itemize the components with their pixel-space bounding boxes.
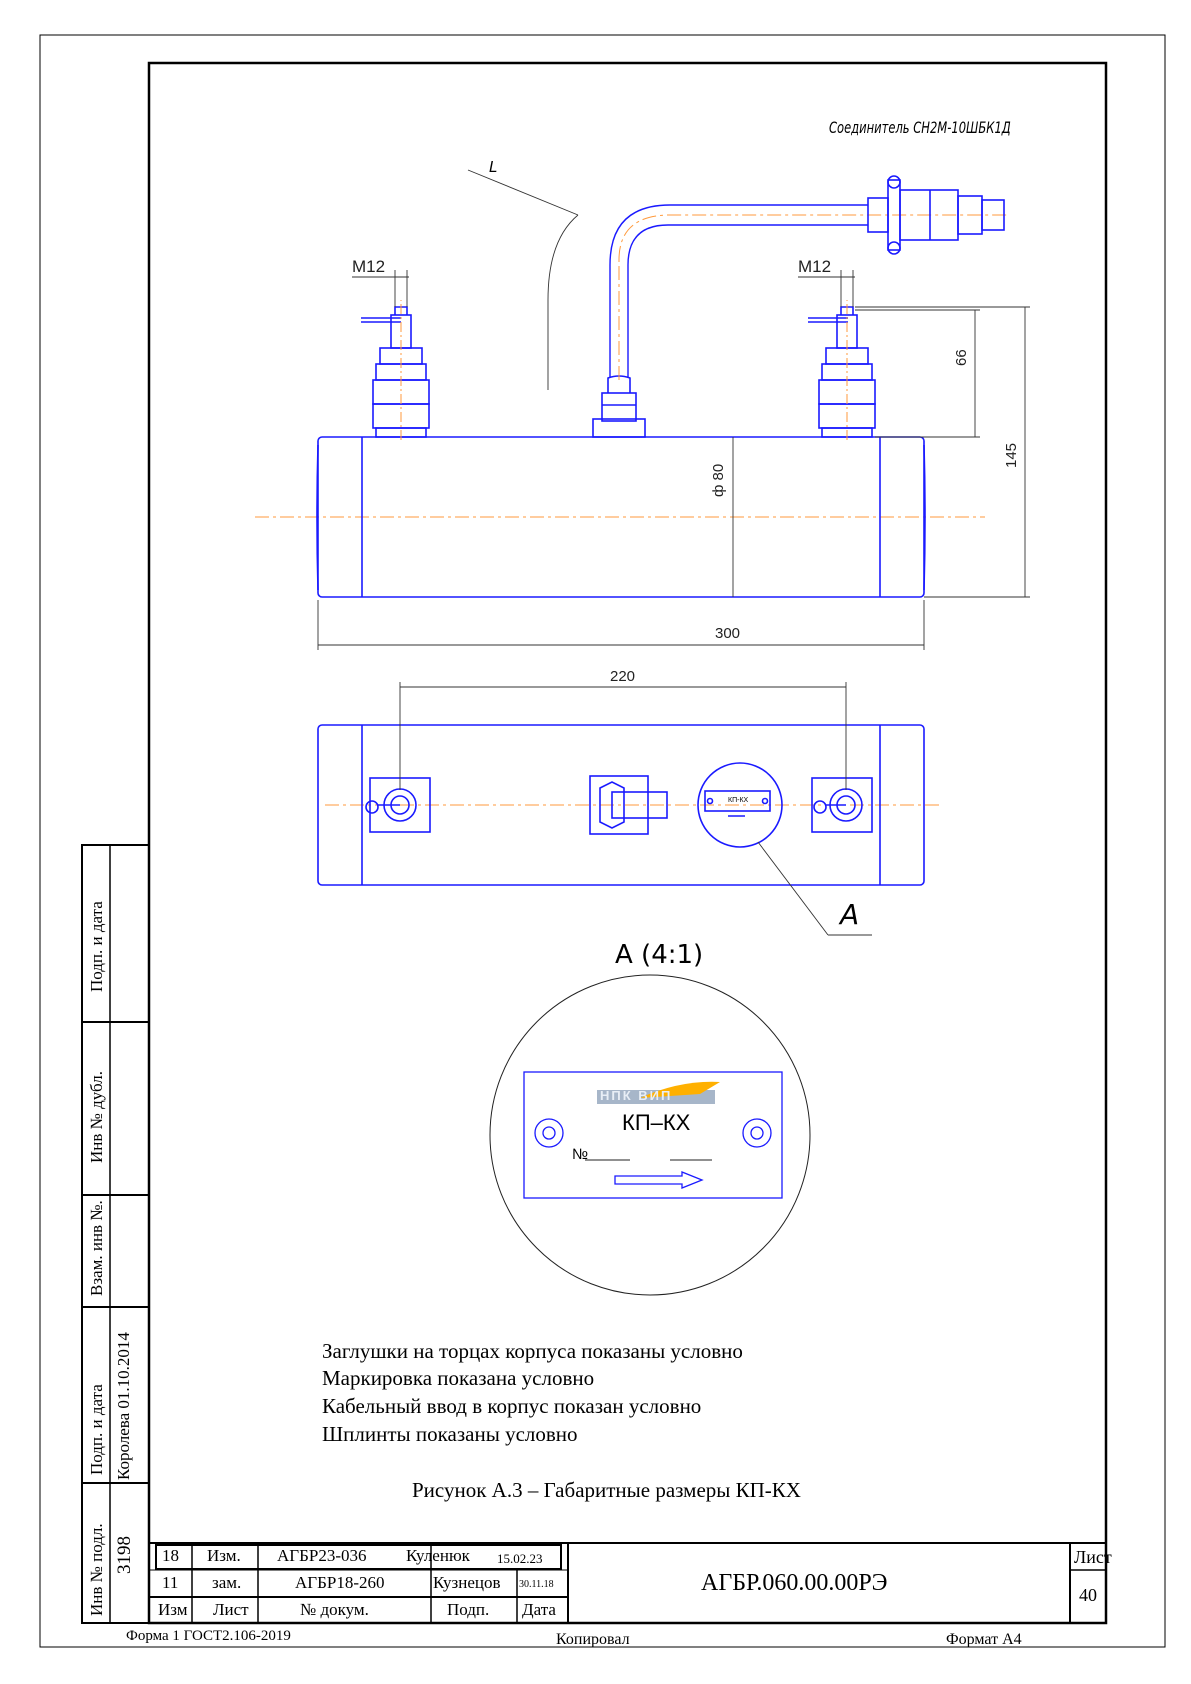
stamp-signature-date: Королева 01.10.2014 <box>114 1332 133 1480</box>
tb-row1-type: Изм. <box>207 1546 241 1565</box>
tb-row1-name: Куленюк <box>406 1546 470 1565</box>
plan-dimensions <box>399 682 872 936</box>
tb-row2-type: зам. <box>212 1573 242 1592</box>
dim-66-label: 66 <box>953 349 970 366</box>
footer-form: Форма 1 ГОСТ2.106-2019 <box>126 1628 291 1644</box>
detail-title: А (4:1) <box>615 940 704 970</box>
tb-sheet-label: Лист <box>1074 1547 1112 1567</box>
stamp-podp-data-1: Подп. и дата <box>87 901 106 992</box>
tb-row1-date: 15.02.23 <box>497 1551 543 1566</box>
tb-row1-doc: АГБР23-036 <box>277 1546 367 1565</box>
note-1: Заглушки на торцах корпуса показаны усло… <box>322 1339 743 1363</box>
title-block-lines <box>149 1542 1106 1623</box>
tb-header-doc: № докум. <box>300 1600 369 1619</box>
tb-row1-num: 18 <box>162 1546 179 1565</box>
note-4: Шплинты показаны условно <box>322 1422 578 1446</box>
tb-header-podp: Подп. <box>447 1600 490 1619</box>
nameplate-logo-text: НПК ВИП <box>600 1088 673 1103</box>
front-dimensions <box>317 169 1030 650</box>
dim-diameter-label: ф 80 <box>710 463 727 497</box>
tb-header-date: Дата <box>522 1600 556 1619</box>
tb-row2-date: 30.11.18 <box>519 1579 554 1590</box>
dim-145-label: 145 <box>1003 442 1020 468</box>
thread-right-label: М12 <box>798 257 832 276</box>
nameplate-logo-graphic <box>597 1081 720 1104</box>
stamp-vzam-inv: Взам. инв №. <box>87 1200 106 1296</box>
connector-label: Соединитель СН2М-10ШБК1Д <box>829 118 1011 137</box>
footer-copied: Копировал <box>556 1631 630 1648</box>
length-label: L <box>489 158 498 176</box>
thread-left-label: М12 <box>352 257 386 276</box>
left-fitting <box>361 300 430 440</box>
inner-frame <box>147 61 1108 1625</box>
stamp-inv-podl: Инв № подл. <box>87 1523 106 1616</box>
plan-view <box>317 724 940 886</box>
plate-small-model: КП-КХ <box>728 797 749 804</box>
side-stamp <box>81 844 150 1624</box>
front-view <box>255 175 1010 598</box>
stamp-podp-data-2: Подп. и дата <box>87 1384 106 1475</box>
figure-caption: Рисунок А.3 – Габаритные размеры КП-КХ <box>412 1478 801 1502</box>
tb-row2-doc: АГБР18-260 <box>295 1573 385 1592</box>
tb-header-izm: Изм <box>158 1600 188 1619</box>
dim-220-label: 220 <box>610 668 636 685</box>
tb-sheet-number: 40 <box>1079 1585 1097 1605</box>
stamp-inv-dubl: Инв № дубл. <box>87 1070 106 1163</box>
tb-row2-name: Кузнецов <box>433 1573 501 1592</box>
dim-300-label: 300 <box>715 625 741 642</box>
stamp-inv-number: 3198 <box>114 1536 135 1574</box>
plate-number-label: № <box>572 1146 589 1163</box>
detail-a <box>489 974 811 1296</box>
right-fitting <box>808 300 876 440</box>
footer-format: Формат А4 <box>946 1631 1022 1648</box>
note-3: Кабельный ввод в корпус показан условно <box>322 1394 702 1418</box>
tb-row2-num: 11 <box>162 1573 179 1592</box>
tb-header-list: Лист <box>213 1600 249 1619</box>
callout-a-label: A <box>840 898 860 931</box>
plate-model-label: КП–КХ <box>622 1110 691 1135</box>
note-2: Маркировка показана условно <box>322 1366 595 1390</box>
tb-designation: АГБР.060.00.00РЭ <box>701 1570 888 1596</box>
outer-frame <box>39 34 1166 1648</box>
